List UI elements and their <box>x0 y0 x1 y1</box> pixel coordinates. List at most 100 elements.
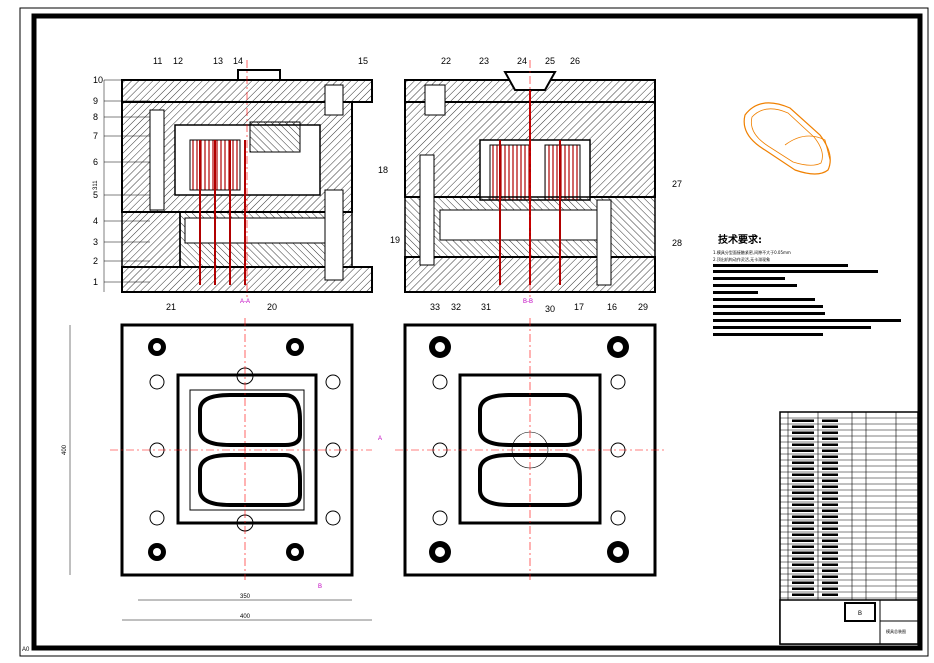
bom-cell-text <box>822 503 838 506</box>
bom-cell-text <box>792 425 814 428</box>
bom-cell-text <box>822 425 838 428</box>
bom-cell-text <box>792 575 814 578</box>
bom-cell-text <box>792 509 814 512</box>
svg-text:8: 8 <box>93 112 98 122</box>
bom-cell-text <box>792 533 814 536</box>
svg-text:27: 27 <box>672 179 682 189</box>
section-view-bb: B-B <box>404 60 656 305</box>
svg-text:15: 15 <box>358 56 368 66</box>
svg-text:技术要求:: 技术要求: <box>718 233 762 246</box>
svg-text:350: 350 <box>240 594 251 600</box>
bom-cell-text <box>792 557 814 560</box>
svg-text:3: 3 <box>93 237 98 247</box>
svg-text:B: B <box>858 611 862 617</box>
svg-text:29: 29 <box>638 302 648 312</box>
svg-text:2: 2 <box>93 256 98 266</box>
svg-text:10: 10 <box>93 75 103 85</box>
svg-text:2.顶出机构动作灵活,无卡滞现象: 2.顶出机构动作灵活,无卡滞现象 <box>713 256 770 262</box>
bom-cell-text <box>792 461 814 464</box>
svg-text:B: B <box>318 584 322 590</box>
bom-cell-text <box>822 533 838 536</box>
svg-text:11: 11 <box>153 56 162 66</box>
svg-text:21: 21 <box>166 302 176 312</box>
bom-cell-text <box>822 431 838 434</box>
corner-mark: A0 <box>22 647 30 653</box>
bom-cell-text <box>792 593 814 596</box>
bom-cell-text <box>792 503 814 506</box>
bom-cell-text <box>822 491 838 494</box>
bom-cell-text <box>792 539 814 542</box>
bom-cell-text <box>822 539 838 542</box>
bom-cell-text <box>822 587 838 590</box>
bom-cell-text <box>792 569 814 572</box>
bom-cell-text <box>792 437 814 440</box>
bom-cell-text <box>822 479 838 482</box>
svg-text:30: 30 <box>545 304 555 314</box>
bom-cell-text <box>822 593 838 596</box>
bom-cell-text <box>792 491 814 494</box>
svg-text:400: 400 <box>240 614 251 620</box>
svg-text:12: 12 <box>173 56 183 66</box>
svg-text:22: 22 <box>441 56 451 66</box>
bom-cell-text <box>792 497 814 500</box>
svg-text:B-B: B-B <box>523 299 533 305</box>
svg-text:A: A <box>378 436 382 442</box>
svg-text:1: 1 <box>93 277 98 287</box>
svg-text:32: 32 <box>451 302 461 312</box>
sheet-outer-border <box>19 7 929 657</box>
bom-cell-text <box>792 479 814 482</box>
bom-cell-text <box>822 527 838 530</box>
svg-text:20: 20 <box>267 302 277 312</box>
svg-text:18: 18 <box>378 165 388 175</box>
bom-cell-text <box>822 569 838 572</box>
svg-text:24: 24 <box>517 56 527 66</box>
bom-cell-text <box>822 497 838 500</box>
svg-text:26: 26 <box>570 56 580 66</box>
bom-cell-text <box>822 509 838 512</box>
bom-cell-text <box>792 467 814 470</box>
plan-view-moving: 400 350 400 A B <box>62 318 382 621</box>
svg-text:6: 6 <box>93 157 98 167</box>
bom-cell-text <box>822 581 838 584</box>
bom-cell-text <box>822 437 838 440</box>
bom-cell-text <box>822 443 838 446</box>
bom-cell-text <box>792 527 814 530</box>
svg-text:1.模具分型面接触紧密,间隙不大于0.05mm: 1.模具分型面接触紧密,间隙不大于0.05mm <box>713 249 791 255</box>
bom-cell-text <box>792 419 814 422</box>
svg-text:9: 9 <box>93 96 98 106</box>
bom-cell-text <box>822 515 838 518</box>
bom-cell-text <box>822 485 838 488</box>
part-labels-right: 16 17 18 22 23 24 25 26 27 28 29 30 31 3… <box>378 56 682 314</box>
svg-text:7: 7 <box>93 131 98 141</box>
svg-text:31: 31 <box>481 302 491 312</box>
bom-cell-text <box>792 431 814 434</box>
bom-cell-text <box>822 455 838 458</box>
plan-view-fixed <box>395 318 665 580</box>
bom-cell-text <box>822 419 838 422</box>
bom-cell-text <box>792 581 814 584</box>
bom-cell-text <box>822 563 838 566</box>
bom-cell-text <box>822 575 838 578</box>
part-labels-left: 1 2 3 4 5 6 7 8 9 10 11 12 13 14 15 19 2… <box>93 56 400 312</box>
bom-cell-text <box>822 467 838 470</box>
sheet-inner-border <box>31 13 923 651</box>
svg-text:28: 28 <box>672 238 682 248</box>
bom-cell-text <box>792 485 814 488</box>
svg-text:400: 400 <box>62 444 68 455</box>
bom-cell-text <box>792 587 814 590</box>
bom-cell-text <box>792 455 814 458</box>
bom-cell-text <box>792 443 814 446</box>
svg-text:25: 25 <box>545 56 555 66</box>
bom-cell-text <box>792 551 814 554</box>
svg-text:16: 16 <box>607 302 617 312</box>
svg-text:13: 13 <box>213 56 223 66</box>
bom-cell-text <box>822 545 838 548</box>
svg-text:311: 311 <box>93 180 99 190</box>
bom-cell-text <box>822 551 838 554</box>
svg-text:模具总装图: 模具总装图 <box>886 628 906 634</box>
technical-requirements: 技术要求: 1.模具分型面接触紧密,间隙不大于0.05mm 2.顶出机构动作灵活… <box>713 233 901 336</box>
bom-cell-text <box>822 557 838 560</box>
svg-text:33: 33 <box>430 302 440 312</box>
title-block: B 模具总装图 <box>779 411 919 645</box>
